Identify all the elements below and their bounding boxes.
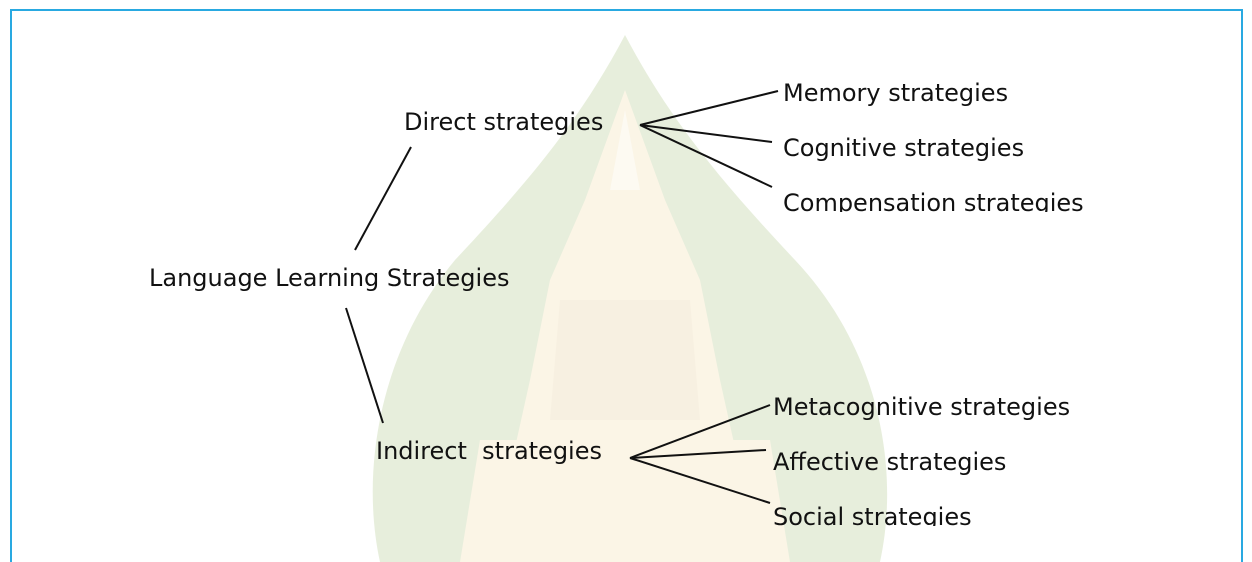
direct-to-compensation-line <box>639 124 773 188</box>
metacognitive-strategies-label: Metacognitive strategies <box>773 393 1071 421</box>
compensation-strategies-label: Compensation strategies <box>783 189 1084 212</box>
root-node-label: Language Learning Strategies <box>149 264 510 292</box>
indirect-strategies-label: Indirect strategies <box>376 437 602 465</box>
social-strategies-label: Social strategies <box>773 503 972 526</box>
root-to-indirect-line <box>345 307 384 424</box>
cognitive-strategies-label: Cognitive strategies <box>783 134 1025 162</box>
indirect-to-social-line <box>629 457 771 504</box>
direct-to-cognitive-line <box>639 124 773 143</box>
affective-strategies-label: Affective strategies <box>773 448 1007 476</box>
memory-strategies-label: Memory strategies <box>783 79 1009 107</box>
direct-strategies-label: Direct strategies <box>404 108 604 136</box>
indirect-to-metacognitive-line <box>629 404 771 459</box>
indirect-to-affective-line <box>629 449 767 459</box>
figure-frame <box>10 9 1243 562</box>
direct-to-memory-line <box>639 90 779 126</box>
root-to-direct-line <box>354 146 412 251</box>
